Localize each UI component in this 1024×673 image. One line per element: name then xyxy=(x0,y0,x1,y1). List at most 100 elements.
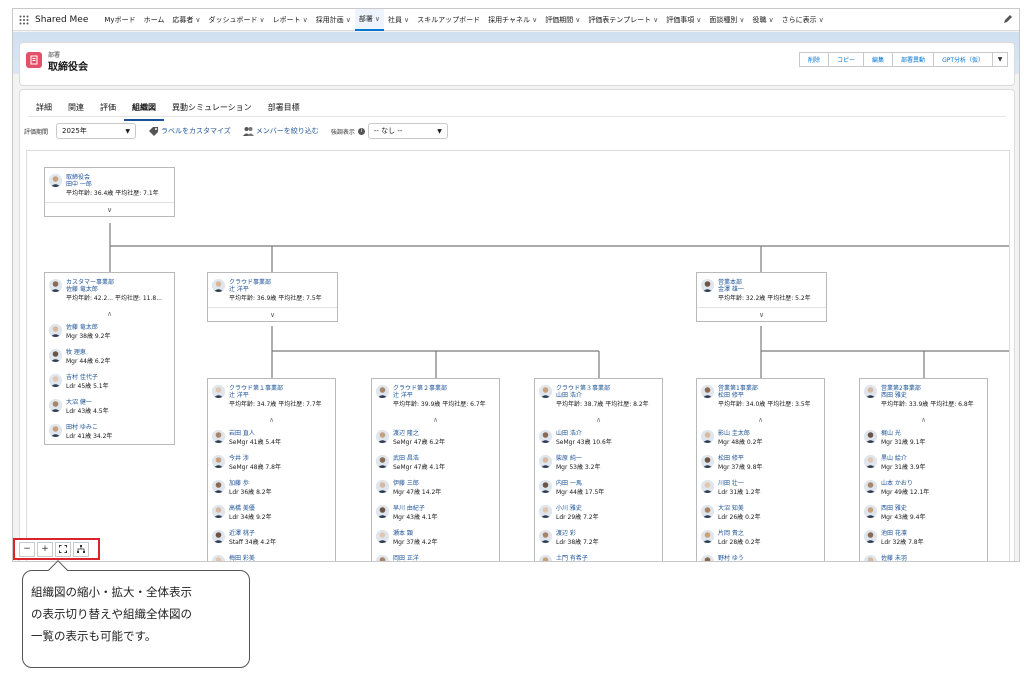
manager-link[interactable]: 松田 修平 xyxy=(718,392,744,399)
nav-item-2[interactable]: 応募者∨ xyxy=(168,9,204,31)
nav-item-13[interactable]: 面談種別∨ xyxy=(705,9,748,31)
edit-button[interactable]: 編集 xyxy=(863,52,894,67)
nav-item-14[interactable]: 役職∨ xyxy=(748,9,777,31)
member-row[interactable]: 野村 ゆう xyxy=(697,550,824,562)
nav-item-10[interactable]: 評価期間∨ xyxy=(541,9,584,31)
chevron-down-icon[interactable]: ∨ xyxy=(404,15,410,24)
member-name[interactable]: 佐藤 竜太郎 xyxy=(66,324,98,331)
tab-5[interactable]: 部署目標 xyxy=(267,103,300,112)
member-name[interactable]: 大沼 知美 xyxy=(718,505,744,512)
member-name[interactable]: 武田 昌浩 xyxy=(393,455,419,462)
info-icon[interactable]: i xyxy=(357,127,365,135)
collapse-icon[interactable]: ∧ xyxy=(920,416,927,424)
collapse-icon[interactable]: ∧ xyxy=(268,416,275,424)
expand-icon[interactable]: ∨ xyxy=(208,307,337,321)
member-name[interactable]: 土門 有希子 xyxy=(556,555,588,562)
department-link[interactable]: クラウド事業部 xyxy=(229,279,272,286)
member-name[interactable]: 岡田 正洋 xyxy=(393,555,419,562)
period-select[interactable]: 2025年 ▼ xyxy=(56,123,137,139)
member-name[interactable]: 片岡 貴之 xyxy=(718,530,744,537)
member-name[interactable]: 山本 かおり xyxy=(881,480,913,487)
tab-4[interactable]: 異動シミュレーション xyxy=(172,103,252,112)
manager-link[interactable]: 田中 一郎 xyxy=(66,181,92,188)
member-row[interactable]: 梅田 彩美 xyxy=(208,550,335,562)
member-name[interactable]: 池田 花凛 xyxy=(881,530,907,537)
org-node-root[interactable]: 取締役会田中 一郎平均年齢: 36.4歳 平均社歴: 7.1年∨ xyxy=(44,167,175,217)
member-name[interactable]: 松田 修平 xyxy=(718,455,744,462)
nav-item-0[interactable]: Myボード xyxy=(100,9,139,31)
gpt-analysis-button[interactable]: GPT分析（仮） xyxy=(933,52,993,67)
chevron-down-icon[interactable]: ∨ xyxy=(302,15,308,24)
highlight-select[interactable]: -- なし -- ▼ xyxy=(367,123,448,139)
copy-button[interactable]: コピー xyxy=(828,52,865,67)
nav-item-1[interactable]: ホーム xyxy=(140,9,169,31)
nav-item-8[interactable]: スキルアップボード xyxy=(413,9,484,31)
chevron-down-icon[interactable]: ∨ xyxy=(575,15,581,24)
manager-link[interactable]: 辻 洋平 xyxy=(229,392,249,399)
edit-nav-icon[interactable] xyxy=(1003,14,1013,24)
collapse-icon[interactable]: ∧ xyxy=(757,416,764,424)
member-name[interactable]: 近澤 桃子 xyxy=(229,530,255,537)
fit-view-button[interactable] xyxy=(55,541,71,557)
tab-0[interactable]: 詳細 xyxy=(36,103,52,112)
department-link[interactable]: 営業第2事業部 xyxy=(881,385,921,392)
chevron-down-icon[interactable]: ∨ xyxy=(818,15,824,24)
zoom-out-button[interactable]: − xyxy=(19,541,35,557)
org-node-cloud-2[interactable]: クラウド第２事業部辻 洋平平均年齢: 39.9歳 平均社歴: 6.7年∧渡辺 隆… xyxy=(371,378,500,562)
nav-item-11[interactable]: 評価表テンプレート∨ xyxy=(584,9,662,31)
org-node-cloud[interactable]: クラウド事業部辻 洋平平均年齢: 36.9歳 平均社歴: 7.5年∨ xyxy=(207,272,338,322)
member-row[interactable]: 岡田 正洋 xyxy=(372,550,499,562)
member-name[interactable]: 渡辺 隆之 xyxy=(393,430,419,437)
chevron-down-icon[interactable]: ∨ xyxy=(345,15,351,24)
chevron-down-icon[interactable]: ∨ xyxy=(739,15,745,24)
chevron-down-icon[interactable]: ∨ xyxy=(653,15,659,24)
org-node-cloud-3[interactable]: クラウド第３事業部山田 浩介平均年齢: 38.7歳 平均社歴: 8.2年∧山田 … xyxy=(534,378,663,562)
member-name[interactable]: 内田 一馬 xyxy=(556,480,582,487)
org-node-cloud-1[interactable]: クラウド第１事業部辻 洋平平均年齢: 34.7歳 平均社歴: 7.7年∧岩田 直… xyxy=(207,378,336,562)
member-name[interactable]: 野村 ゆう xyxy=(718,555,744,562)
member-name[interactable]: 牧 理恵 xyxy=(66,349,86,356)
delete-button[interactable]: 削除 xyxy=(799,52,830,67)
nav-item-12[interactable]: 評価事項∨ xyxy=(662,9,705,31)
member-name[interactable]: 西田 雅史 xyxy=(881,505,907,512)
member-name[interactable]: 梅田 彩美 xyxy=(229,555,255,562)
filter-members-link[interactable]: メンバーを絞り込む xyxy=(242,126,319,136)
collapse-icon[interactable]: ∧ xyxy=(432,416,439,424)
member-name[interactable]: 黒山 絵介 xyxy=(881,455,907,462)
member-name[interactable]: 大沼 健一 xyxy=(66,399,92,406)
org-chart-canvas[interactable]: 取締役会田中 一郎平均年齢: 36.4歳 平均社歴: 7.1年∨カスタマー事業部… xyxy=(26,150,1010,562)
nav-item-15[interactable]: さらに表示∨ xyxy=(778,9,828,31)
member-name[interactable]: 川田 壮一 xyxy=(718,480,744,487)
tab-1[interactable]: 関連 xyxy=(68,103,84,112)
member-name[interactable]: 渡辺 彩 xyxy=(556,530,576,537)
nav-item-9[interactable]: 採用チャネル∨ xyxy=(484,9,541,31)
department-link[interactable]: 営業第1事業部 xyxy=(718,385,758,392)
member-name[interactable]: 柴原 純一 xyxy=(556,455,582,462)
department-link[interactable]: 営業本部 xyxy=(718,279,743,286)
manager-link[interactable]: 山田 浩介 xyxy=(556,392,582,399)
member-name[interactable]: 小川 雅史 xyxy=(556,505,582,512)
transfer-button[interactable]: 部署異動 xyxy=(892,52,935,67)
manager-link[interactable]: 佐藤 竜太郎 xyxy=(66,286,98,293)
manager-link[interactable]: 辻 洋平 xyxy=(393,392,413,399)
member-name[interactable]: 今井 渉 xyxy=(229,455,249,462)
chevron-down-icon[interactable]: ∨ xyxy=(374,14,380,23)
member-row[interactable]: 佐藤 未羽 xyxy=(860,550,987,561)
member-name[interactable]: 梶山 光 xyxy=(881,430,901,437)
